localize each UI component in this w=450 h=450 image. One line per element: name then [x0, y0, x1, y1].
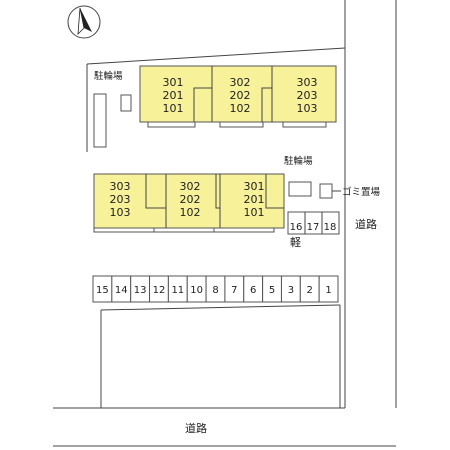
bike-rack-2 — [120, 94, 132, 112]
parking-slot-8: 8 — [212, 285, 218, 296]
parking-slot-13: 13 — [134, 285, 147, 296]
building-1-block-2: 302 202 102 — [230, 76, 251, 115]
parking-slot-16: 16 — [290, 222, 303, 233]
parking-slot-1: 1 — [325, 285, 331, 296]
small-parking: 16 17 18 軽 — [287, 211, 340, 249]
parking-slot-18: 18 — [324, 222, 337, 233]
bike-parking-label-1: 駐輪場 — [94, 70, 123, 82]
svg-text:302: 302 — [230, 76, 251, 89]
parking-slot-7: 7 — [231, 285, 237, 296]
svg-text:101: 101 — [244, 206, 265, 219]
building-1-block-3: 303 203 103 — [297, 76, 318, 115]
svg-text:103: 103 — [110, 206, 131, 219]
bike-rack-3 — [288, 181, 312, 197]
parking-row: 15 14 13 12 11 10 8 7 6 5 3 2 1 — [92, 275, 339, 303]
parking-slot-10: 10 — [190, 285, 203, 296]
parking-slot-5: 5 — [269, 285, 275, 296]
garbage-label: ゴミ置場 — [342, 186, 381, 198]
parking-slot-12: 12 — [153, 285, 166, 296]
svg-text:101: 101 — [163, 102, 184, 115]
svg-text:301: 301 — [244, 180, 265, 193]
parking-slot-3: 3 — [288, 285, 294, 296]
svg-text:203: 203 — [297, 89, 318, 102]
parking-slot-6: 6 — [250, 285, 256, 296]
svg-text:102: 102 — [230, 102, 251, 115]
svg-text:301: 301 — [163, 76, 184, 89]
bike-parking-label-2: 駐輪場 — [284, 155, 313, 167]
svg-text:302: 302 — [180, 180, 201, 193]
building-2: II 303 203 103 302 202 102 301 201 101 — [93, 173, 285, 233]
north-arrow-icon — [67, 5, 101, 39]
svg-text:201: 201 — [163, 89, 184, 102]
svg-text:202: 202 — [230, 89, 251, 102]
svg-text:303: 303 — [297, 76, 318, 89]
svg-text:203: 203 — [110, 193, 131, 206]
building-1-block-1: 301 201 101 — [163, 76, 184, 115]
svg-text:202: 202 — [180, 193, 201, 206]
svg-text:201: 201 — [244, 193, 265, 206]
building-2-block-3: 301 201 101 — [244, 180, 265, 219]
building-1: I 301 201 101 302 202 102 303 203 103 — [139, 65, 337, 128]
garbage-box — [319, 183, 333, 199]
parking-slot-14: 14 — [115, 285, 128, 296]
parking-slot-2: 2 — [307, 285, 313, 296]
svg-text:102: 102 — [180, 206, 201, 219]
building-2-block-2: 302 202 102 — [180, 180, 201, 219]
kei-label: 軽 — [290, 236, 301, 249]
road-label-right: 道路 — [355, 217, 377, 231]
parking-slot-11: 11 — [171, 285, 184, 296]
parking-slot-15: 15 — [96, 285, 109, 296]
bike-rack-1 — [93, 93, 107, 148]
building-2-block-1: 303 203 103 — [110, 180, 131, 219]
svg-text:103: 103 — [297, 102, 318, 115]
parking-slot-17: 17 — [307, 222, 320, 233]
road-label-bottom: 道路 — [185, 421, 207, 435]
svg-text:303: 303 — [110, 180, 131, 193]
parking-slot-box — [318, 275, 339, 303]
site-boundary — [53, 0, 397, 447]
